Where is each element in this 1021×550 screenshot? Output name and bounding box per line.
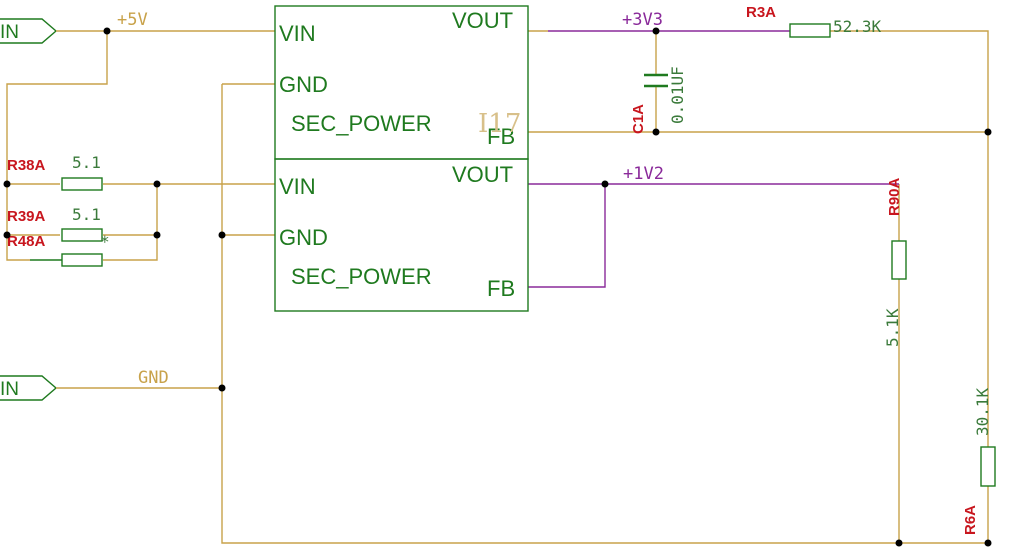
block1-vin-pin: VIN (279, 21, 316, 46)
sec-power-block-2: VIN VOUT GND SEC_POWER FB (274, 158, 529, 312)
resistor-r90a: R90A 5.1K (883, 177, 907, 347)
junction-dot (984, 128, 992, 136)
c1a-ref: C1A (630, 104, 647, 134)
junction-dot (103, 27, 111, 35)
block2-vout-pin: VOUT (452, 162, 513, 187)
r48a-ref: R48A (7, 233, 46, 250)
net-label-1v2: +1V2 (623, 164, 664, 184)
junction-dot (3, 231, 11, 239)
r3a-ref: R3A (746, 4, 776, 21)
junction-dot (984, 539, 992, 547)
junction-dots (3, 27, 992, 547)
block2-fb-pin: FB (487, 276, 515, 301)
resistor-r6a: R6A 30.1K (962, 387, 996, 535)
resistor-r39a: R39A 5.1 (7, 205, 103, 242)
rail-wires (528, 30, 899, 288)
junction-dot (218, 384, 226, 392)
net-label-5v: +5V (117, 10, 148, 30)
junction-dot (652, 128, 660, 136)
net-label-3v3: +3V3 (622, 10, 663, 30)
junction-dot (601, 180, 609, 188)
power-wires (6, 30, 990, 544)
input-port-bottom: IN (0, 375, 58, 401)
junction-dot (3, 180, 11, 188)
junction-dot (652, 27, 660, 35)
junction-dot (153, 231, 161, 239)
r38a-value: 5.1 (72, 153, 101, 172)
block2-name: SEC_POWER (291, 264, 432, 289)
resistor-r48a: R48A * (7, 232, 110, 267)
r39a-ref: R39A (7, 208, 46, 225)
capacitor-c1a: C1A 0.01UF (630, 66, 687, 134)
block1-gnd-pin: GND (279, 72, 328, 97)
block2-vin-pin: VIN (279, 174, 316, 199)
input-port-top: IN (0, 18, 58, 44)
c1a-value: 0.01UF (668, 66, 687, 124)
junction-dot (218, 231, 226, 239)
resistor-r3a: R3A 52.3K (746, 4, 882, 38)
r90a-value: 5.1K (883, 308, 902, 347)
block2-gnd-pin: GND (279, 225, 328, 250)
resistor-r38a: R38A 5.1 (7, 153, 103, 191)
junction-dot (153, 180, 161, 188)
r6a-ref: R6A (962, 505, 979, 535)
r6a-value: 30.1K (973, 387, 992, 436)
block1-fb-pin: FB (487, 124, 515, 149)
input-port-top-label: IN (0, 22, 19, 43)
input-port-bottom-label: IN (0, 379, 19, 400)
r39a-value: 5.1 (72, 205, 101, 224)
r3a-value: 52.3K (833, 17, 882, 36)
block1-instance-label: I17 (478, 109, 521, 139)
junction-dot (895, 539, 903, 547)
block1-name: SEC_POWER (291, 111, 432, 136)
net-label-gnd: GND (138, 368, 169, 388)
r38a-ref: R38A (7, 157, 46, 174)
r90a-ref: R90A (886, 177, 903, 216)
sec-power-block-1: VIN VOUT GND SEC_POWER FB I17 (274, 5, 529, 160)
block1-vout-pin: VOUT (452, 8, 513, 33)
r48a-value: * (100, 232, 110, 251)
